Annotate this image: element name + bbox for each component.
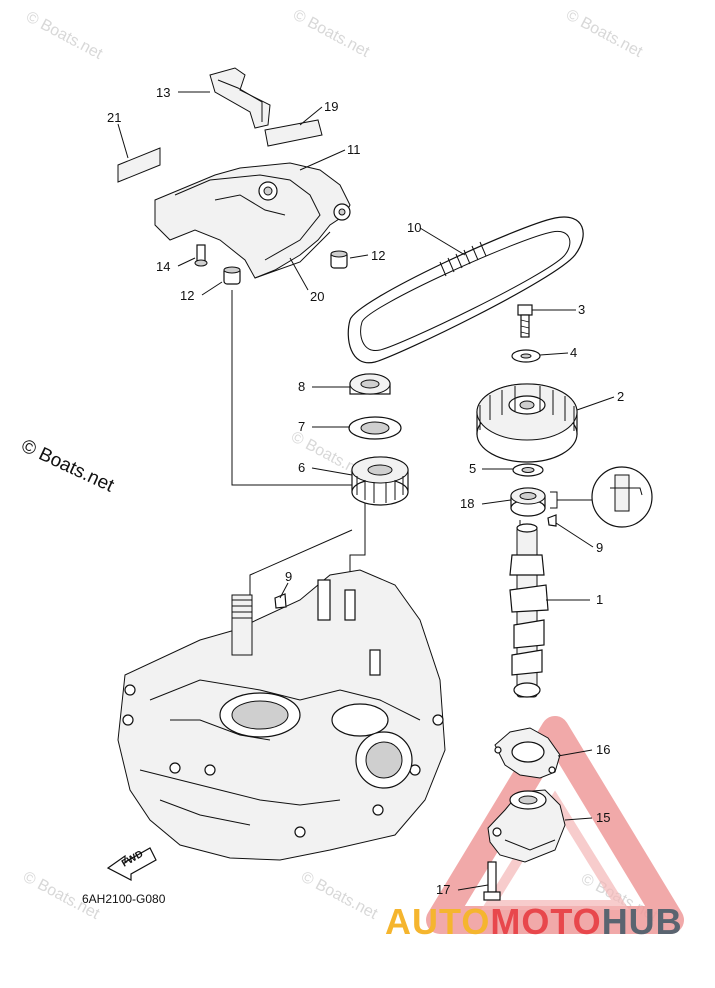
watermark-top-right: © Boats.net	[563, 7, 645, 62]
washer-4	[511, 349, 541, 363]
timing-belt	[347, 216, 584, 364]
callout-15: 15	[596, 810, 610, 825]
grommet-left	[223, 266, 241, 285]
label-sticker-19	[264, 119, 323, 147]
gasket-16	[494, 727, 561, 779]
oil-seal-18	[510, 487, 546, 517]
callout-14: 14	[156, 259, 170, 274]
brand-part-auto: AUTO	[385, 901, 491, 942]
callout-13: 13	[156, 85, 170, 100]
block-gear	[355, 731, 413, 789]
timing-belt-cover	[154, 162, 351, 279]
grommet-right	[330, 250, 348, 269]
watermark-top-left: © Boats.net	[23, 9, 105, 64]
brand-part-hub: HUB	[601, 901, 683, 942]
label-sticker-21	[117, 147, 161, 183]
callout-7: 7	[298, 419, 305, 434]
automotohub-wordmark: AUTOMOTOHUB	[385, 902, 683, 942]
brand-part-moto: MOTO	[490, 901, 602, 942]
callout-19: 19	[324, 99, 338, 114]
bolt-3	[517, 304, 533, 338]
seal-strip	[209, 67, 271, 129]
callout-leaders	[117, 91, 615, 891]
crank-pulley-6	[351, 456, 409, 506]
callout-8: 8	[298, 379, 305, 394]
camshaft-sprocket	[476, 383, 578, 463]
watermark-bottom-center: © Boats.net	[298, 869, 380, 924]
washer-7	[348, 416, 402, 440]
callout-16: 16	[596, 742, 610, 757]
callout-6: 6	[298, 460, 305, 475]
callout-3: 3	[578, 302, 585, 317]
callout-labels: 13 19 21 11 10 14 12 12 20 3 4 8 2 7 6 5…	[107, 85, 624, 897]
watermark-top-center: © Boats.net	[290, 7, 372, 62]
diagram-code: 6AH2100-G080	[82, 892, 166, 906]
callout-1: 1	[596, 592, 603, 607]
fwd-arrow: FWD	[106, 847, 157, 881]
callout-20: 20	[310, 289, 324, 304]
cylinder-block	[117, 569, 446, 861]
callout-11: 11	[347, 142, 361, 157]
callout-5: 5	[469, 461, 476, 476]
dowel-pin-upper	[547, 514, 557, 527]
seal-detail-inset	[550, 466, 653, 528]
callout-12-left: 12	[180, 288, 194, 303]
callout-18: 18	[460, 496, 474, 511]
nut-8	[349, 373, 391, 395]
camshaft	[509, 523, 549, 698]
bolt-17	[483, 861, 501, 901]
callout-21: 21	[107, 110, 121, 125]
callout-4: 4	[570, 345, 577, 360]
callout-10: 10	[407, 220, 421, 235]
callout-12-right: 12	[371, 248, 385, 263]
callout-9-lower: 9	[285, 569, 292, 584]
bolt-14	[194, 244, 208, 267]
callout-17: 17	[436, 882, 450, 897]
callout-9-upper: 9	[596, 540, 603, 555]
oil-pump-15	[487, 789, 566, 863]
watermark-large: © Boats.net	[18, 435, 118, 496]
callout-2: 2	[617, 389, 624, 404]
washer-5	[512, 463, 544, 477]
